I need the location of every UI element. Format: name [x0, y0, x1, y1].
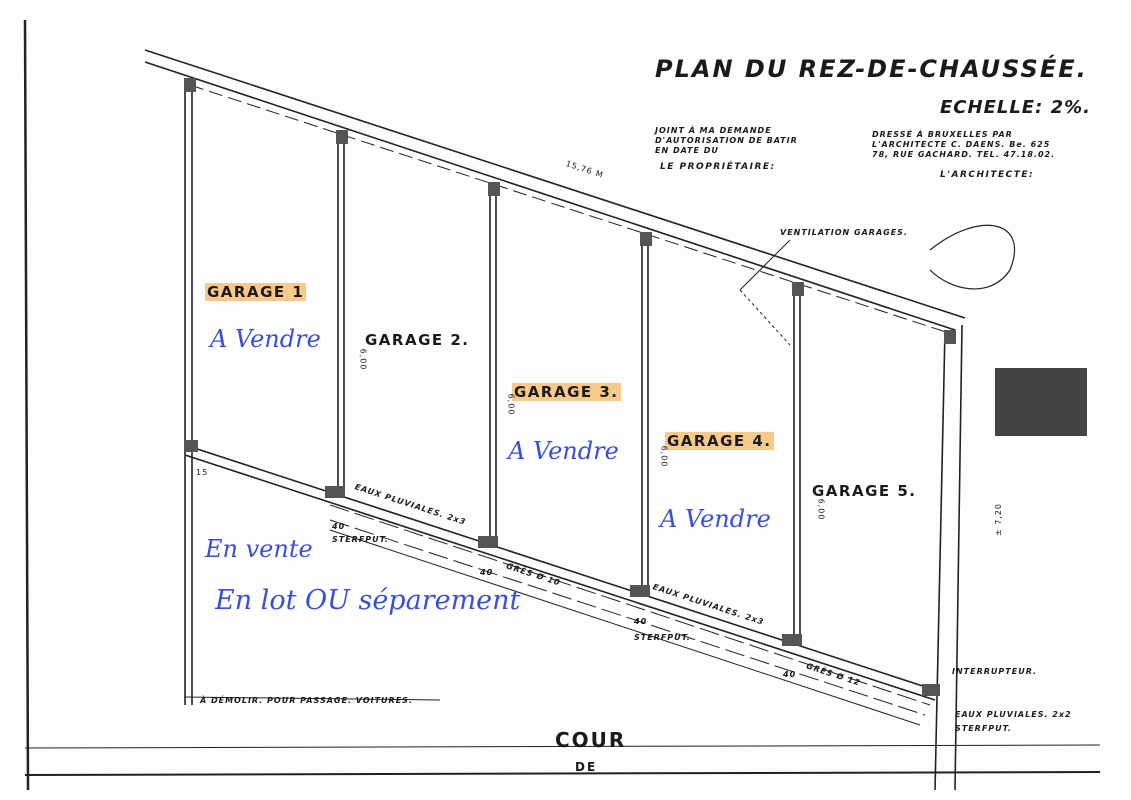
- handwritten-lot-note: En lot OU séparement: [215, 585, 521, 616]
- top-wall-outer: [144, 49, 966, 319]
- front-line-1: [184, 444, 936, 691]
- left-border: [23, 19, 30, 791]
- bottom-line: [24, 744, 1101, 749]
- garage-5-label: GARAGE 5.: [812, 482, 917, 500]
- owner-label: LE PROPRIÉTAIRE:: [660, 162, 776, 172]
- dimension-side: 15: [196, 468, 209, 477]
- handwritten-for-sale: En vente: [205, 535, 313, 563]
- dimension-depth: 6,00: [358, 348, 368, 371]
- dimension-right: ± 7,20: [994, 502, 1004, 537]
- request-note: JOINT À MA DEMANDE D'AUTORISATION DE BAT…: [655, 126, 798, 155]
- garage-3-note: A Vendre: [508, 437, 619, 465]
- architect-note: DRESSÉ À BRUXELLES PAR L'ARCHITECTE C. D…: [872, 130, 1056, 159]
- plan-title: PLAN DU REZ-DE-CHAUSSÉE.: [655, 55, 1088, 83]
- garage-4-label: GARAGE 4.: [665, 432, 774, 450]
- garage-3-label: GARAGE 3.: [512, 383, 621, 401]
- courtyard-label-cut: DE: [575, 760, 598, 774]
- garage-1-label: GARAGE 1: [205, 283, 307, 301]
- garage-2-label: GARAGE 2.: [365, 331, 470, 349]
- architect-label: L'ARCHITECTE:: [940, 170, 1035, 180]
- courtyard-label: COUR: [555, 728, 627, 752]
- scale-label: ECHELLE: 2%.: [940, 97, 1091, 118]
- ventilation-label: VENTILATION GARAGES.: [780, 228, 908, 237]
- garage-4-note: A Vendre: [660, 505, 771, 533]
- demolish-note: À DÉMOLIR. POUR PASSAGE. VOITURES.: [200, 696, 413, 705]
- garage-1-note: A Vendre: [210, 325, 321, 353]
- wall-right: [934, 329, 946, 791]
- top-wall-inner: [144, 61, 956, 331]
- stamp: [995, 368, 1087, 436]
